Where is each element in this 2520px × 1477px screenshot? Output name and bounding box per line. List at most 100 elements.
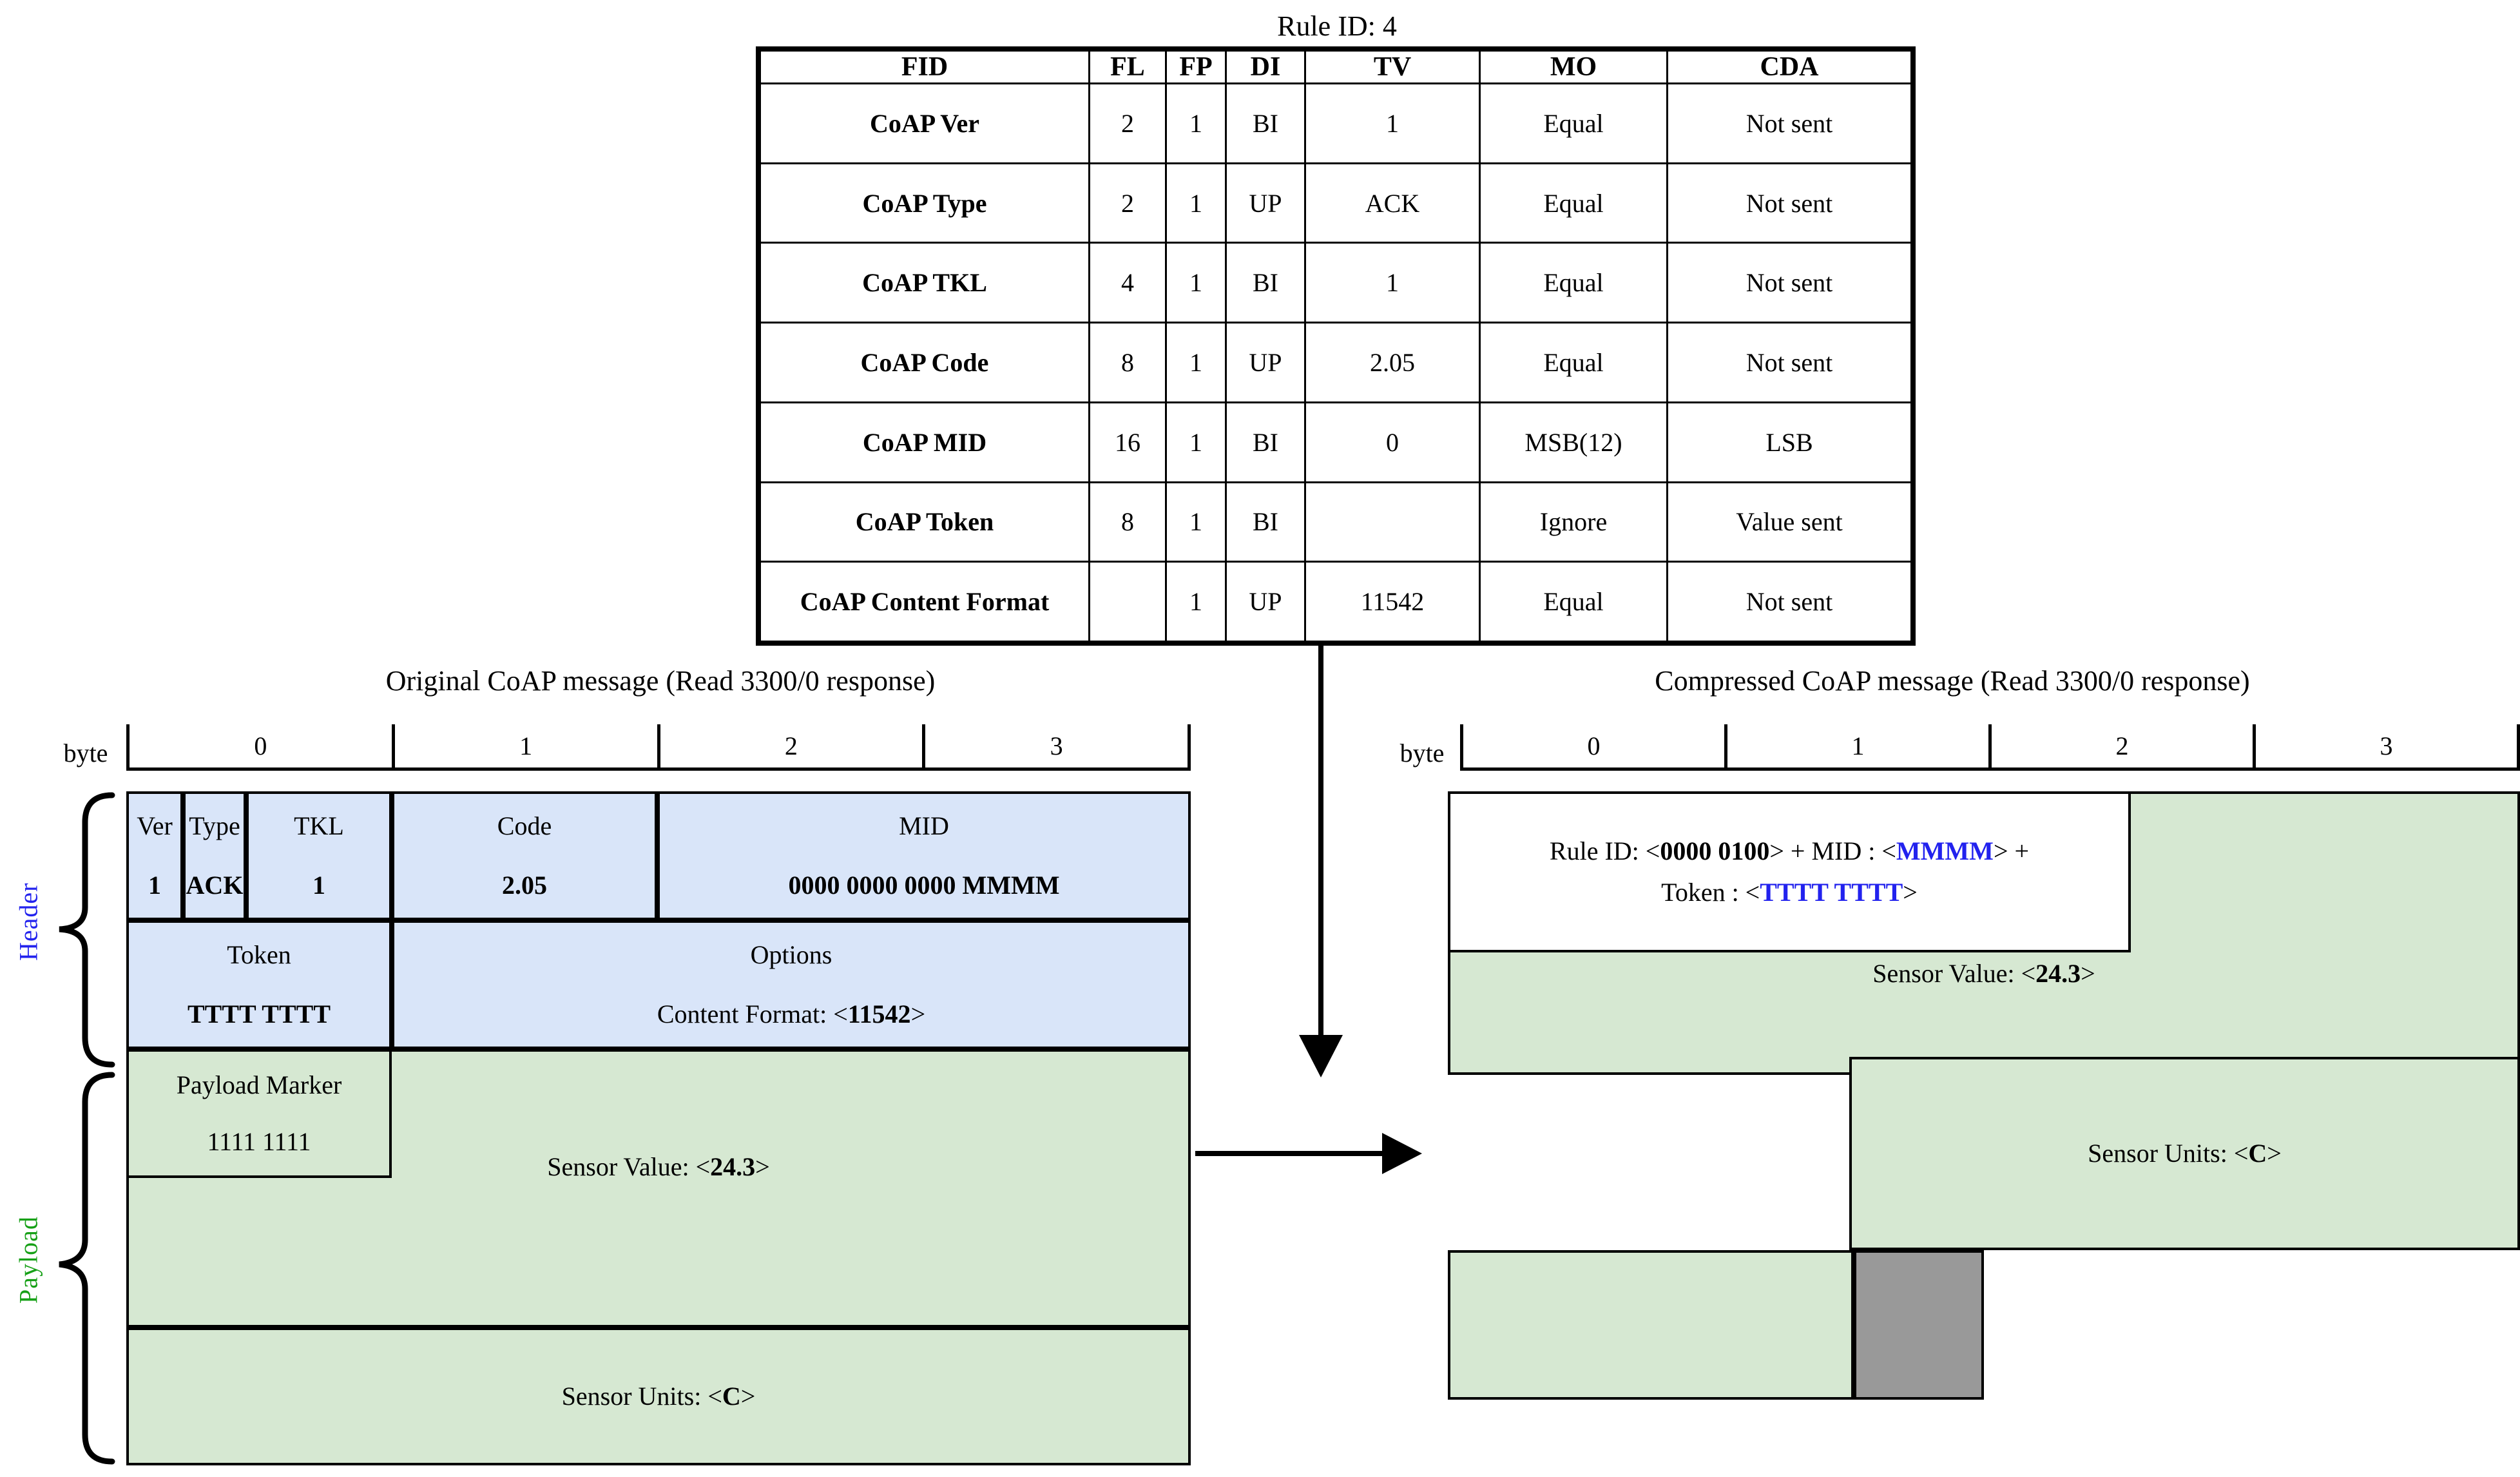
field-options: Options Content Format: <11542> [392,920,1191,1049]
sensor-units-prefix: Sensor Units: < [561,1382,722,1411]
cell-fid: CoAP Code [759,322,1090,403]
cell-fl [1088,561,1167,642]
field-ver-value: 1 [148,871,161,900]
rule-id-title: Rule ID: 4 [1277,10,1397,42]
sensor-value-number: 24.3 [710,1152,756,1181]
sensor-value-number: 24.3 [2035,959,2081,988]
cell-di: UP [1225,162,1306,244]
cell-di: UP [1225,322,1306,403]
cell-fl: 2 [1088,82,1167,164]
cell-tv: 1 [1304,242,1481,324]
cell-di: BI [1225,82,1306,164]
field-options-label: Options [750,940,832,969]
cell-fl: 4 [1088,242,1167,324]
field-type: Type ACK [183,791,246,920]
original-byte-ruler: 0 1 2 3 [126,724,1191,771]
cell-mo: Equal [1479,561,1668,642]
field-tkl: TKL 1 [246,791,392,920]
header-brace-label: Header [14,882,43,961]
payload-marker-label: Payload Marker [176,1070,342,1099]
cell-cda: Value sent [1666,481,1912,563]
table-row: CoAP TKL 4 1 BI 1 Equal Not sent [759,242,1912,324]
field-tkl-value: 1 [313,871,325,900]
column-header-fp: FP [1165,50,1227,84]
token-value: TTTT TTTT [1760,878,1903,907]
cell-mo: Equal [1479,162,1668,244]
cell-fid: CoAP Content Format [759,561,1090,642]
mid-value: MMMM [1896,836,1994,865]
mid-suffix: > + [1993,836,2030,865]
table-row: CoAP MID 16 1 BI 0 MSB(12) LSB [759,401,1912,483]
compressed-message-title: Compressed CoAP message (Read 3300/0 res… [1655,664,2250,697]
table-row: CoAP Token 8 1 BI Ignore Value sent [759,481,1912,563]
field-ver: Ver 1 [126,791,183,920]
payload-sensor-value: Sensor Value: <24.3> [547,1148,769,1186]
byte-tick-0: 0 [130,724,395,767]
compressed-header-block: Rule ID: <0000 0100> + MID : <MMMM> + To… [1448,791,2131,952]
sensor-value-prefix: Sensor Value: < [1872,959,2036,988]
cell-fp: 1 [1165,322,1227,403]
rule-table: FID FL FP DI TV MO CDA CoAP Ver 2 1 BI 1… [756,46,1916,646]
byte-tick-1: 1 [1727,724,1992,767]
sensor-units-value: C [722,1382,741,1411]
cell-fp: 1 [1165,401,1227,483]
compressed-header-line1: Rule ID: <0000 0100> + MID : <MMMM> + [1550,833,2029,870]
field-code: Code 2.05 [392,791,657,920]
column-header-fid: FID [759,50,1090,84]
sensor-value-prefix: Sensor Value: < [547,1152,711,1181]
token-prefix: Token : < [1661,878,1760,907]
cell-fp: 1 [1165,82,1227,164]
field-mid: MID 0000 0000 0000 MMMM [657,791,1191,920]
payload-marker-value: 1111 1111 [207,1127,311,1156]
sensor-units-prefix: Sensor Units: < [2088,1139,2249,1168]
cell-mo: Equal [1479,242,1668,324]
field-mid-value: 0000 0000 0000 MMMM [788,871,1060,900]
cell-fl: 8 [1088,322,1167,403]
table-header-row: FID FL FP DI TV MO CDA [759,50,1912,84]
ruleid-prefix: Rule ID: < [1549,836,1660,865]
compressed-sensor-units: Sensor Units: <C> [2088,1135,2282,1172]
field-token-value: TTTT TTTT [188,999,331,1028]
column-header-di: DI [1225,50,1306,84]
payload-sensor-units: Sensor Units: <C> [562,1378,756,1415]
cell-cda: Not sent [1666,322,1912,403]
column-header-tv: TV [1304,50,1481,84]
byte-tick-0: 0 [1463,724,1727,767]
cell-di: BI [1225,481,1306,563]
field-code-label: Code [497,811,552,840]
sensor-value-suffix: > [755,1152,770,1181]
options-contentformat-value: 11542 [847,999,911,1028]
cell-fid: CoAP MID [759,401,1090,483]
payload-brace-label: Payload [14,1216,43,1304]
cell-fl: 8 [1088,481,1167,563]
cell-tv [1304,481,1481,563]
cell-mo: Equal [1479,322,1668,403]
byte-tick-2: 2 [1992,724,2256,767]
column-header-cda: CDA [1666,50,1912,84]
cell-fp: 1 [1165,162,1227,244]
cell-tv: 2.05 [1304,322,1481,403]
cell-cda: Not sent [1666,242,1912,324]
arrow-down-icon [1299,644,1343,1077]
cell-tv: 11542 [1304,561,1481,642]
cell-di: BI [1225,242,1306,324]
compressed-byte-ruler: 0 1 2 3 [1460,724,2520,771]
column-header-fl: FL [1088,50,1167,84]
compressed-sensor-units-block: Sensor Units: <C> [1849,1057,2520,1250]
table-row: CoAP Type 2 1 UP ACK Equal Not sent [759,162,1912,244]
table-row: CoAP Code 8 1 UP 2.05 Equal Not sent [759,322,1912,403]
sensor-units-suffix: > [2267,1139,2282,1168]
cell-fp: 1 [1165,561,1227,642]
original-message-title: Original CoAP message (Read 3300/0 respo… [385,664,936,697]
mid-prefix: > + MID : < [1769,836,1896,865]
cell-fl: 16 [1088,401,1167,483]
options-suffix: > [910,999,926,1028]
field-type-label: Type [189,811,240,840]
field-options-value: Content Format: <11542> [657,996,925,1033]
column-header-mo: MO [1479,50,1668,84]
cell-cda: LSB [1666,401,1912,483]
sensor-units-value: C [2248,1139,2267,1168]
cell-cda: Not sent [1666,82,1912,164]
cell-mo: MSB(12) [1479,401,1668,483]
field-mid-label: MID [899,811,949,840]
